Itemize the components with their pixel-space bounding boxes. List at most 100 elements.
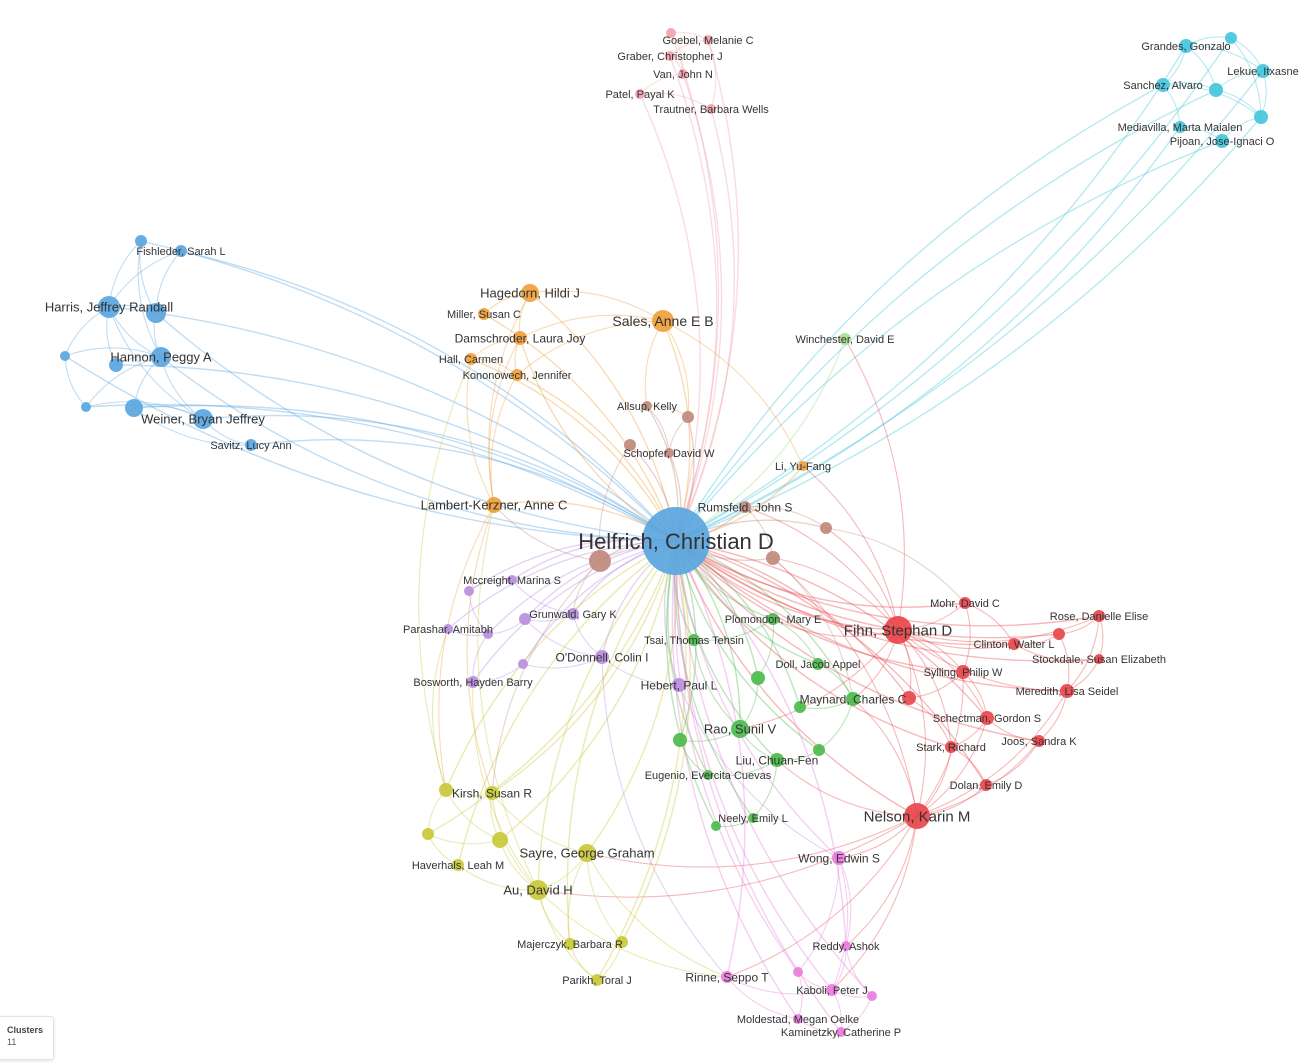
node-label-sayre[interactable]: Sayre, George Graham	[519, 846, 654, 861]
node-label-rinne[interactable]: Rinne, Seppo T	[685, 970, 769, 984]
node-b6[interactable]	[125, 399, 143, 417]
node-label-grunwald[interactable]: Grunwald, Gary K	[529, 609, 617, 621]
node-label-schopfer[interactable]: Schopfer, David W	[623, 448, 715, 460]
node-hebert[interactable]	[672, 678, 686, 692]
node-joos[interactable]	[1033, 735, 1045, 747]
node-graber[interactable]	[665, 51, 675, 61]
node-pijoan[interactable]	[1215, 134, 1229, 148]
node-label-nelson[interactable]: Nelson, Karin M	[864, 808, 971, 825]
node-label-rao[interactable]: Rao, Sunil V	[704, 722, 777, 737]
node-reddy[interactable]	[841, 941, 851, 951]
clusters-legend[interactable]: Clusters 11	[0, 1016, 54, 1060]
node-y1[interactable]	[439, 783, 453, 797]
node-g3[interactable]	[673, 733, 687, 747]
node-majerczyk[interactable]	[564, 938, 576, 950]
node-plomondon[interactable]	[767, 613, 779, 625]
node-label-weiner[interactable]: Weiner, Bryan Jeffrey	[141, 412, 265, 427]
node-rao[interactable]	[731, 720, 749, 738]
node-nelson[interactable]	[904, 803, 930, 829]
node-label-schectman[interactable]: Schectman, Gordon S	[933, 713, 1041, 725]
node-label-joos[interactable]: Joos, Sandra K	[1001, 736, 1077, 748]
node-meredith[interactable]	[1060, 684, 1074, 698]
node-label-meredith[interactable]: Meredith, Lisa Seidel	[1016, 686, 1119, 698]
node-winchester[interactable]	[839, 333, 851, 345]
node-label-moldestad[interactable]: Moldestad, Megan Oelke	[737, 1014, 859, 1026]
node-schectman[interactable]	[980, 711, 994, 725]
node-label-van[interactable]: Van, John N	[653, 69, 713, 81]
node-label-doll[interactable]: Doll, Jacob Appel	[776, 659, 861, 671]
node-grunwald[interactable]	[567, 608, 579, 620]
node-c3[interactable]	[1254, 110, 1268, 124]
node-b5[interactable]	[81, 402, 91, 412]
node-doll[interactable]	[812, 658, 824, 670]
node-label-neely[interactable]: Neely, Emily L	[718, 813, 787, 825]
node-label-hebert[interactable]: Hebert, Paul L	[641, 678, 718, 692]
node-g2[interactable]	[794, 701, 806, 713]
node-label-haverhals[interactable]: Haverhals, Leah M	[412, 860, 504, 872]
node-label-odonnell[interactable]: O'Donnell, Colin I	[556, 650, 649, 664]
node-label-savitz[interactable]: Savitz, Lucy Ann	[210, 440, 291, 452]
node-br2[interactable]	[624, 439, 636, 451]
node-pu2[interactable]	[519, 613, 531, 625]
node-grandes[interactable]	[1179, 39, 1193, 53]
node-label-hall[interactable]: Hall, Carmen	[439, 354, 503, 366]
node-kirsh[interactable]	[485, 786, 499, 800]
node-g4[interactable]	[813, 744, 825, 756]
node-parashar[interactable]	[443, 624, 453, 634]
node-odonnell[interactable]	[595, 650, 609, 664]
node-label-eugenio[interactable]: Eugenio, Evercita Cuevas	[645, 770, 772, 782]
node-y2[interactable]	[422, 828, 434, 840]
node-eugenio[interactable]	[703, 770, 713, 780]
node-label-parikh[interactable]: Parikh, Toral J	[562, 975, 632, 987]
node-hannon[interactable]	[151, 347, 171, 367]
node-allsup[interactable]	[642, 401, 652, 411]
node-g5[interactable]	[711, 821, 721, 831]
node-parikh[interactable]	[591, 974, 603, 986]
node-br3[interactable]	[589, 550, 611, 572]
node-label-au[interactable]: Au, David H	[503, 883, 572, 898]
node-kaminetzky[interactable]	[836, 1027, 846, 1037]
node-label-liyufang[interactable]: Li, Yu-Fang	[775, 461, 831, 473]
node-label-kirsh[interactable]: Kirsh, Susan R	[452, 786, 532, 800]
node-br4[interactable]	[766, 551, 780, 565]
node-g1[interactable]	[751, 671, 765, 685]
node-maynard[interactable]	[846, 692, 860, 706]
node-mohr[interactable]	[959, 597, 971, 609]
node-sylling[interactable]	[956, 665, 970, 679]
node-label-stark[interactable]: Stark, Richard	[916, 742, 986, 754]
node-label-lambert[interactable]: Lambert-Kerzner, Anne C	[421, 498, 568, 513]
node-kaboli[interactable]	[826, 984, 838, 996]
node-r1[interactable]	[1053, 628, 1065, 640]
node-bosworth[interactable]	[467, 676, 479, 688]
node-label-pijoan[interactable]: Pijoan, Jose-Ignaci O	[1170, 136, 1275, 148]
node-hall[interactable]	[465, 353, 477, 365]
node-stark[interactable]	[945, 741, 957, 753]
node-sanchez[interactable]	[1156, 78, 1170, 92]
node-mccreight[interactable]	[507, 575, 517, 585]
node-label-majerczyk[interactable]: Majerczyk, Barbara R	[517, 939, 623, 951]
node-label-sanchez[interactable]: Sanchez, Alvaro	[1123, 80, 1203, 92]
node-label-kaboli[interactable]: Kaboli, Peter J	[796, 985, 868, 997]
node-helfrich[interactable]	[642, 507, 710, 575]
node-kononowech[interactable]	[511, 369, 523, 381]
node-neely[interactable]	[748, 813, 758, 823]
node-label-miller[interactable]: Miller, Susan C	[447, 309, 521, 321]
node-b4[interactable]	[109, 358, 123, 372]
node-stockdale[interactable]	[1094, 654, 1104, 664]
node-label-clinton[interactable]: Clinton, Walter L	[974, 639, 1055, 651]
node-br5[interactable]	[820, 522, 832, 534]
node-c1[interactable]	[1225, 32, 1237, 44]
node-lambert[interactable]	[486, 497, 502, 513]
node-liu[interactable]	[770, 753, 784, 767]
node-label-patel[interactable]: Patel, Payal K	[605, 89, 675, 101]
node-y4[interactable]	[616, 936, 628, 948]
node-label-wong[interactable]: Wong, Edwin S	[798, 851, 880, 865]
node-p1[interactable]	[666, 28, 676, 38]
node-hagedorn[interactable]	[521, 284, 539, 302]
node-tsai[interactable]	[688, 634, 700, 646]
node-label-maynard[interactable]: Maynard, Charles C	[800, 692, 907, 706]
node-y3[interactable]	[492, 832, 508, 848]
node-b2[interactable]	[146, 303, 166, 323]
node-goebel[interactable]	[703, 35, 713, 45]
node-damschroder[interactable]	[513, 331, 527, 345]
